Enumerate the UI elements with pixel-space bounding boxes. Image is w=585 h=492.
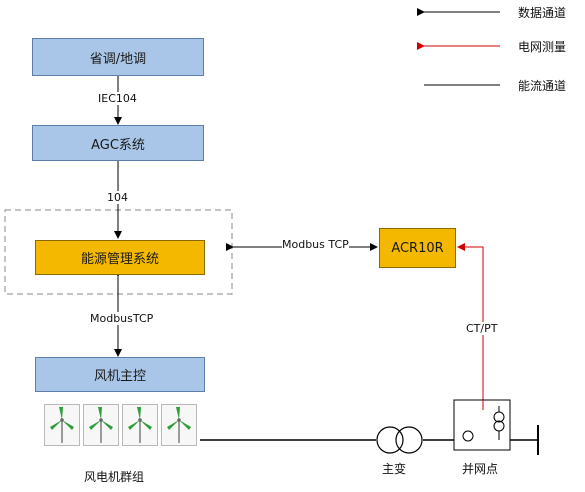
wind-turbine-1	[44, 404, 80, 446]
legend-label-data-channel: 数据通道	[518, 6, 567, 20]
wind-turbine-2	[83, 404, 119, 446]
connection-point-box	[453, 399, 511, 451]
wind-turbine-icon	[128, 407, 152, 443]
transformer-coil-left	[376, 426, 404, 454]
link-label-iec104: IEC104	[98, 92, 137, 105]
turbine-control-box: 风机主控	[35, 357, 205, 392]
turbine-control-label: 风机主控	[93, 369, 146, 384]
acr-meter-label: ACR10R	[391, 240, 444, 256]
wind-turbine-icon	[89, 407, 113, 443]
link-label-modbustcp: ModbusTCP	[90, 312, 154, 325]
agc-system-label: AGC系统	[91, 137, 145, 153]
link-label-ct-pt: CT/PT	[466, 322, 498, 335]
dispatch-center-label: 省调/地调	[89, 51, 147, 67]
ems-box: 能源管理系统	[35, 240, 205, 275]
agc-system-box: AGC系统	[32, 125, 204, 161]
measurement-line	[457, 243, 484, 400]
transformer-coil-right	[395, 426, 423, 454]
legend-label-energy-flow: 能流通道	[518, 79, 567, 93]
dispatch-center-box: 省调/地调	[32, 38, 204, 76]
wind-turbine-3	[122, 404, 158, 446]
wind-turbine-icon	[167, 407, 191, 443]
wind-turbine-icon	[50, 407, 74, 443]
ems-label: 能源管理系统	[80, 252, 159, 267]
transformer-label: 主变	[382, 462, 407, 476]
pt-sensor	[462, 430, 474, 442]
link-label-modbus-tcp: Modbus TCP	[282, 238, 349, 251]
turbine-group-label: 风电机群组	[84, 470, 145, 484]
legend-label-grid-measurement: 电网测量	[518, 40, 567, 54]
acr-meter-box: ACR10R	[379, 228, 456, 268]
wind-turbine-4	[161, 404, 197, 446]
link-label-104: 104	[107, 191, 128, 204]
connection-point-label: 并网点	[462, 462, 499, 476]
